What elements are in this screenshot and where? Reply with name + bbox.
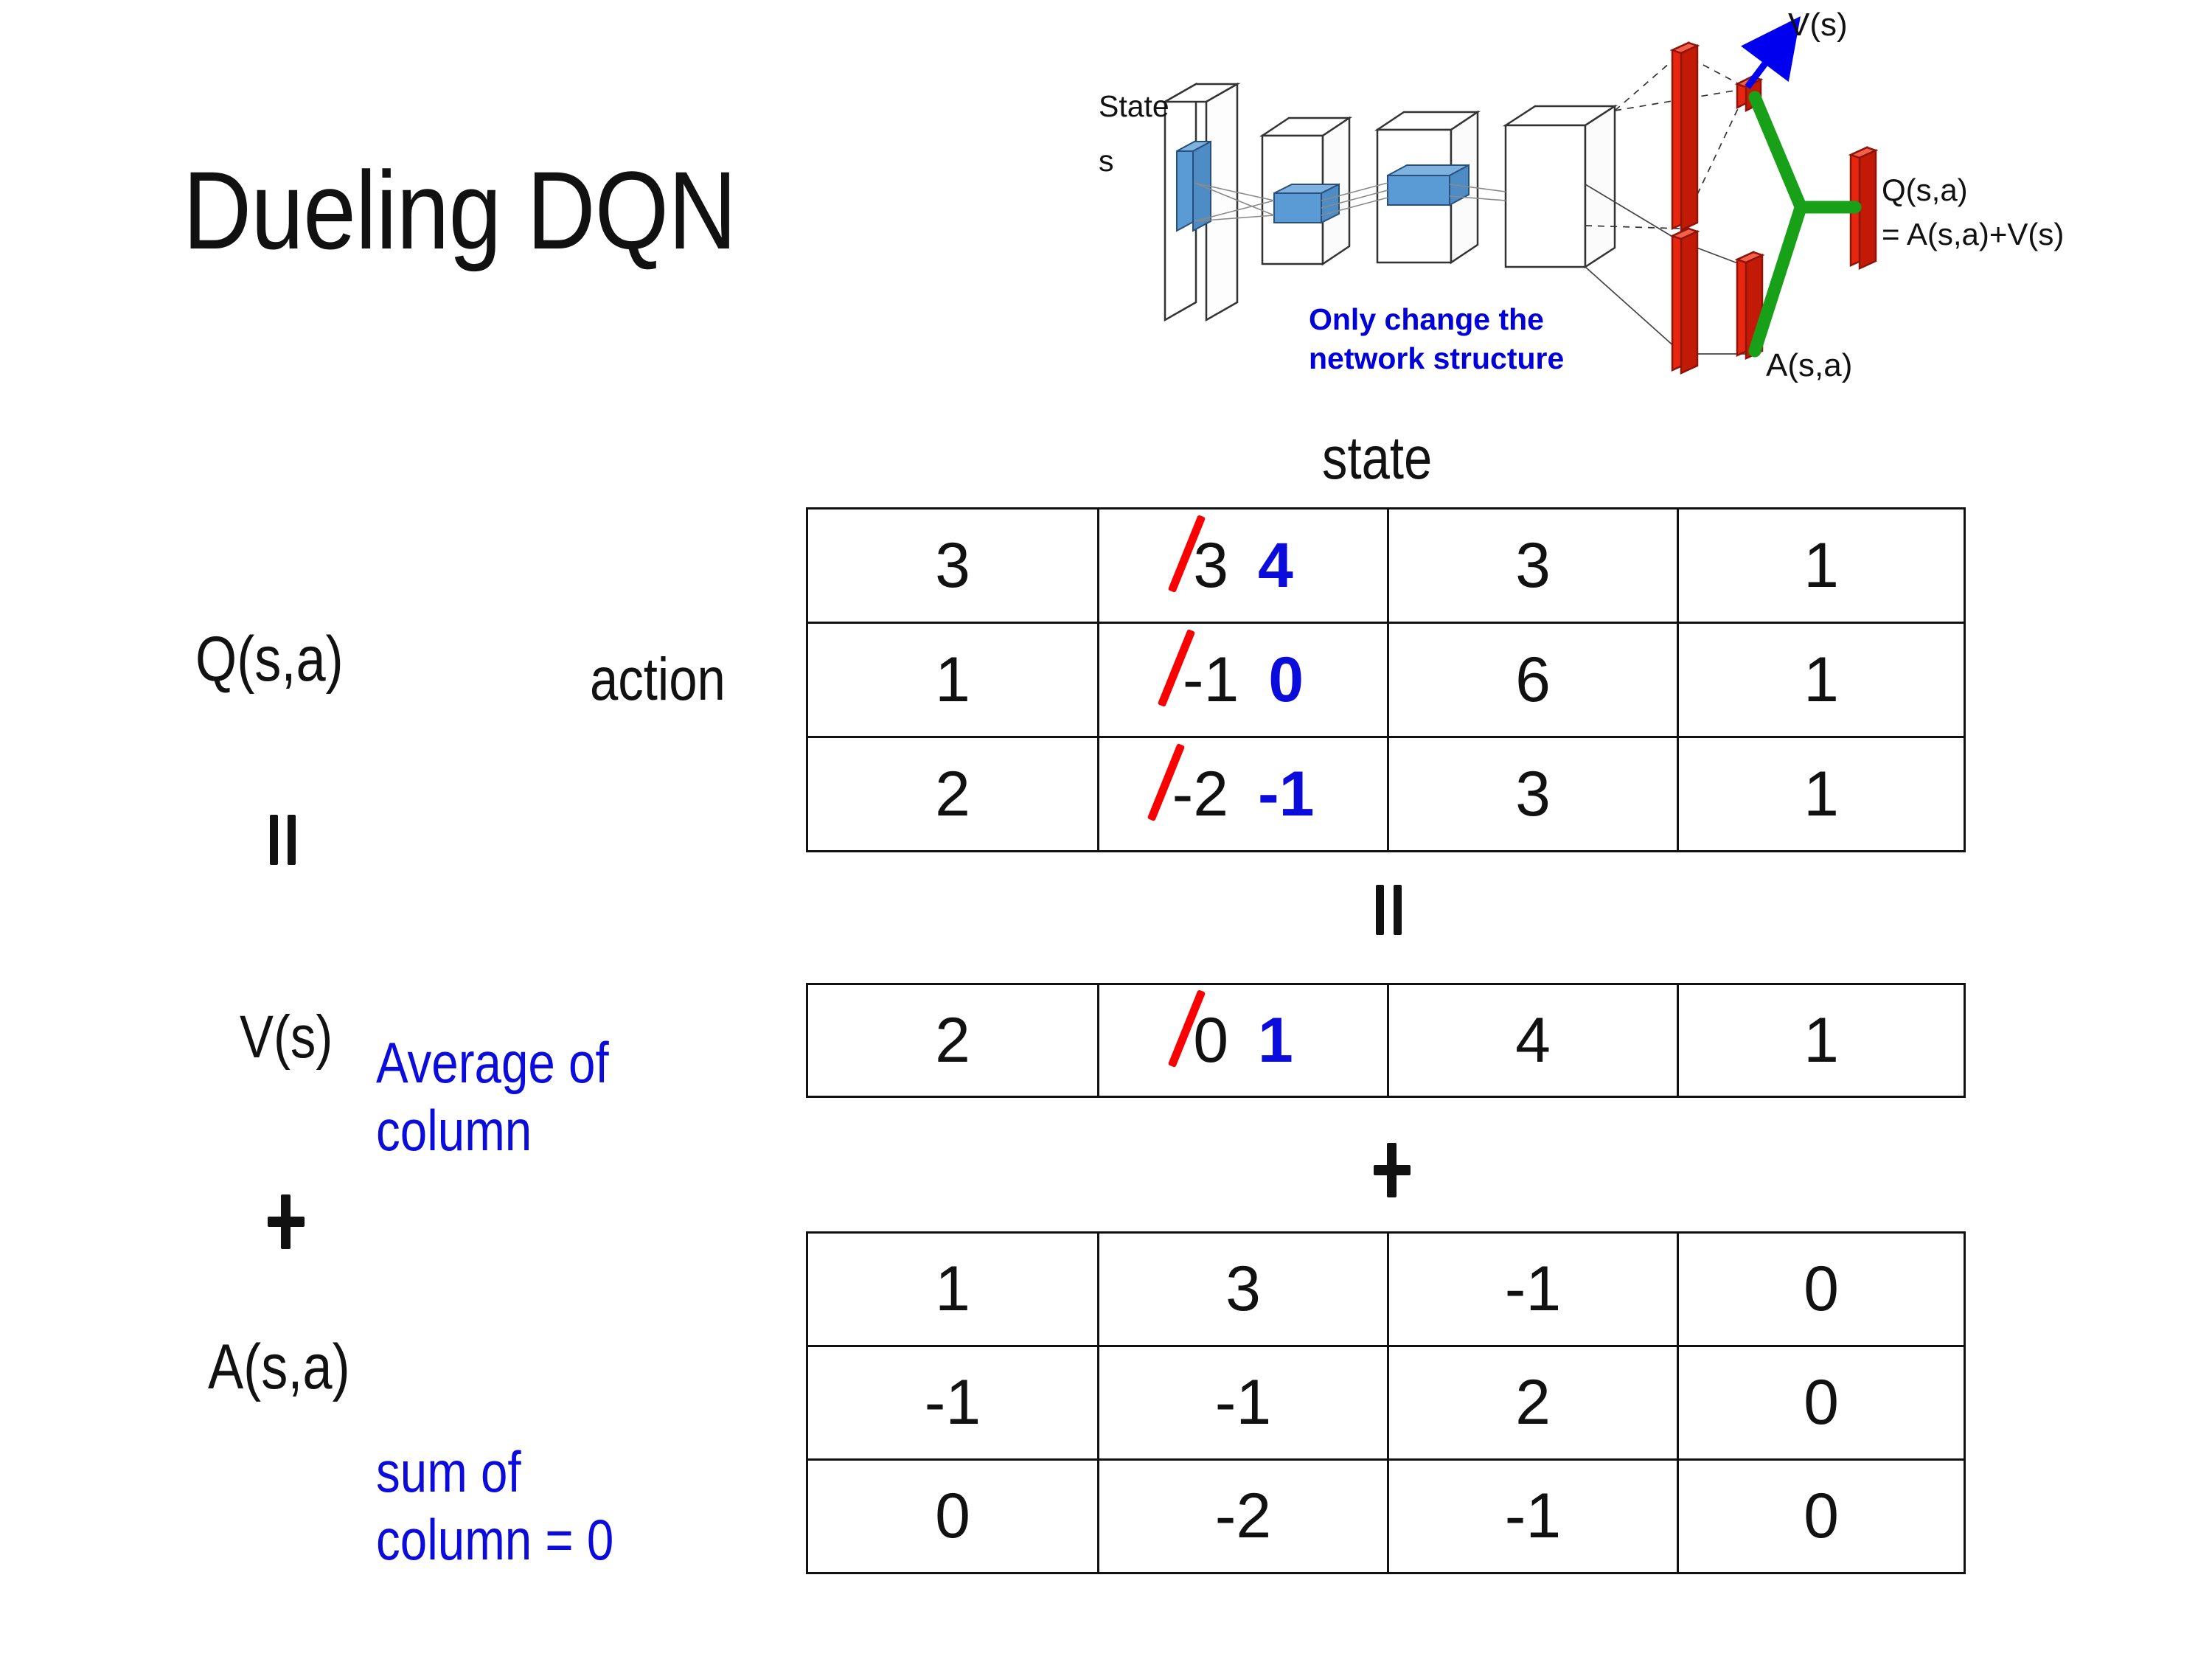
v-cell-r0c3: 1 [1677,983,1966,1098]
table-row: 2 0 1 4 1 [806,983,1966,1098]
average-note-line1: Average of [376,1030,609,1095]
table-row: 1 3 -1 0 [806,1231,1966,1347]
plus-sign-left [262,1194,310,1251]
q-cell-r1c1: -1 0 [1097,622,1389,738]
average-of-column-note: Average of column [376,1029,745,1164]
q-output-label-line1: Q(s,a) [1882,173,1968,207]
input-filter-slab [1176,140,1211,232]
state-label-line1: State [1099,89,1169,123]
a-value-table: 1 3 -1 0 -1 -1 2 0 0 -2 -1 0 [806,1231,1966,1574]
q-cell-r0c2: 3 [1387,507,1679,624]
value-stream-bar [1669,41,1700,232]
q-cell-r0c1: 3 4 [1097,507,1389,624]
table-row: 2 -2 -1 3 1 [806,736,1966,852]
a-cell-r0c1: 3 [1097,1231,1389,1347]
a-matrix-label: A(s,a) [208,1332,350,1402]
action-axis-label: action [590,646,726,713]
a-cell-r1c1: -1 [1097,1345,1389,1461]
q-cell-r0c3: 1 [1677,507,1966,624]
conv-slab-1 [1273,183,1340,224]
a-cell-r0c3: 0 [1677,1231,1966,1347]
edited-value-wrap: -1 0 [1157,628,1304,717]
new-value: 0 [1268,644,1304,715]
edited-value-wrap: -2 -1 [1147,742,1315,831]
a-cell-r0c0: 1 [806,1231,1099,1347]
advantage-stream-bar [1669,227,1700,375]
edited-value-wrap: 0 1 [1168,989,1293,1077]
v-matrix-label: V(s) [240,1004,333,1071]
conv-cube-3 [1502,104,1618,269]
equals-sign-middle [1371,885,1405,936]
q-value-table: 3 3 4 3 1 1 -1 0 6 1 2 -2 -1 [806,507,1966,852]
q-output-label-line2: = A(s,a)+V(s) [1882,217,2064,251]
q-cell-r2c0: 2 [806,736,1099,852]
table-row: -1 -1 2 0 [806,1345,1966,1461]
q-cell-r2c3: 1 [1677,736,1966,852]
diagram-note-line2: network structure [1309,341,1564,375]
q-cell-r2c1: -2 -1 [1097,736,1389,852]
a-output-label: A(s,a) [1766,347,1852,383]
advantage-output-bar [1734,251,1765,360]
new-value: 1 [1257,1004,1293,1076]
old-value: -2 [1172,758,1229,830]
q-cell-r1c0: 1 [806,622,1099,738]
v-output-label: V(s) [1788,7,1848,43]
equals-sign-left [265,815,299,866]
page-title: Dueling DQN [183,148,737,272]
v-cell-r0c2: 4 [1387,983,1679,1098]
q-cell-r2c2: 3 [1387,736,1679,852]
a-cell-r2c2: -1 [1387,1458,1679,1574]
table-row: 3 3 4 3 1 [806,507,1966,624]
a-cell-r2c1: -2 [1097,1458,1389,1574]
new-value: 4 [1257,529,1293,601]
average-note-line2: column [376,1098,532,1164]
old-value: -1 [1182,644,1239,715]
sum-note-line2: column = 0 [376,1507,614,1573]
state-label-line2: s [1099,144,1114,178]
a-cell-r0c2: -1 [1387,1231,1679,1347]
v-cell-r0c0: 2 [806,983,1099,1098]
sum-of-column-note: sum of column = 0 [376,1438,759,1573]
a-cell-r2c3: 0 [1677,1458,1966,1574]
a-cell-r2c0: 0 [806,1458,1099,1574]
q-cell-r1c2: 6 [1387,622,1679,738]
a-cell-r1c3: 0 [1677,1345,1966,1461]
dueling-network-diagram: State s Only change the network structur… [1099,7,2205,406]
state-axis-label: state [1322,425,1433,492]
a-cell-r1c2: 2 [1387,1345,1679,1461]
table-row: 0 -2 -1 0 [806,1458,1966,1574]
connection-lines [1194,182,1506,222]
old-value: 0 [1193,1004,1229,1076]
edited-value-wrap: 3 4 [1168,514,1293,602]
diagram-note-line1: Only change the [1309,302,1544,336]
q-cell-r1c3: 1 [1677,622,1966,738]
merge-connector [1748,91,1862,358]
v-cell-r0c1: 0 1 [1097,983,1389,1098]
sum-note-line1: sum of [376,1439,521,1504]
table-row: 1 -1 0 6 1 [806,622,1966,738]
new-value: -1 [1257,758,1315,830]
plus-sign-middle [1368,1143,1416,1199]
a-cell-r1c0: -1 [806,1345,1099,1461]
q-cell-r0c0: 3 [806,507,1099,624]
q-matrix-label: Q(s,a) [195,624,344,695]
value-arrow [1741,16,1801,89]
v-value-table: 2 0 1 4 1 [806,983,1966,1098]
old-value: 3 [1193,529,1229,601]
